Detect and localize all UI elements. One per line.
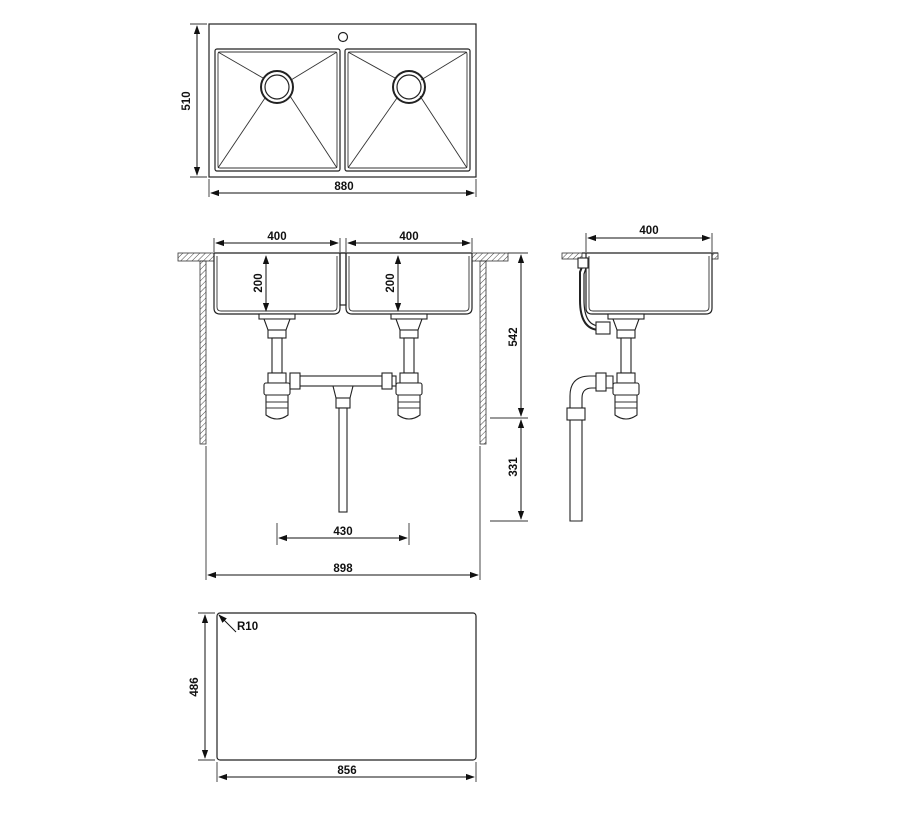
left-bowl-top xyxy=(214,48,341,172)
bowl-width-label-right: 400 xyxy=(399,231,418,243)
bowl-depth-label-left: 200 xyxy=(253,273,265,292)
dimension-400-right: 400 xyxy=(345,231,473,252)
cutout-outline xyxy=(216,612,477,761)
dimension-200-left: 200 xyxy=(253,255,270,312)
dimension-898: 898 xyxy=(205,446,481,580)
cutout-depth-label-486: 486 xyxy=(189,677,201,696)
side-countertop xyxy=(561,252,583,260)
right-bowl-front xyxy=(345,253,473,315)
side-view: 400 xyxy=(561,225,719,522)
bowl-width-label-left: 400 xyxy=(267,231,286,243)
dimension-430: 430 xyxy=(276,523,410,545)
left-drain-assembly xyxy=(258,313,296,420)
depth-label-510: 510 xyxy=(181,91,193,110)
dimension-200-right: 200 xyxy=(385,255,402,312)
dimension-542: 542 xyxy=(490,252,528,419)
side-width-label-400: 400 xyxy=(639,225,658,237)
cabinet-wall-right xyxy=(479,260,487,445)
dimension-856: 856 xyxy=(216,762,477,782)
dimension-400-side: 400 xyxy=(585,225,713,252)
width-label-880: 880 xyxy=(334,181,353,193)
countertop-left xyxy=(177,252,215,262)
cabinet-wall-left xyxy=(199,260,207,445)
dimension-331: 331 xyxy=(490,419,528,522)
top-view: 510 880 xyxy=(181,23,477,197)
bowl-depth-label-right: 200 xyxy=(385,273,397,292)
dimension-510: 510 xyxy=(181,23,207,178)
right-bowl-top xyxy=(344,48,471,172)
dimension-400-left: 400 xyxy=(213,231,341,252)
overall-width-label-898: 898 xyxy=(333,563,353,575)
countertop-right xyxy=(471,252,509,262)
dimension-880: 880 xyxy=(208,179,477,197)
height-label-331: 331 xyxy=(508,457,520,477)
cutout-view: R10 486 856 xyxy=(189,612,477,782)
cutout-width-label-856: 856 xyxy=(337,765,356,777)
tap-hole xyxy=(337,31,349,43)
sink-outline xyxy=(208,23,477,178)
right-drain-assembly xyxy=(390,313,428,420)
left-bowl-front xyxy=(213,253,341,315)
drain-spacing-label-430: 430 xyxy=(333,526,352,538)
front-view: 400 400 200 200 xyxy=(177,231,528,580)
radius-label-r10: R10 xyxy=(237,621,258,633)
dimension-486: 486 xyxy=(189,612,215,761)
radius-callout: R10 xyxy=(218,614,258,633)
connecting-pipe xyxy=(289,372,397,513)
height-label-542: 542 xyxy=(508,327,520,346)
